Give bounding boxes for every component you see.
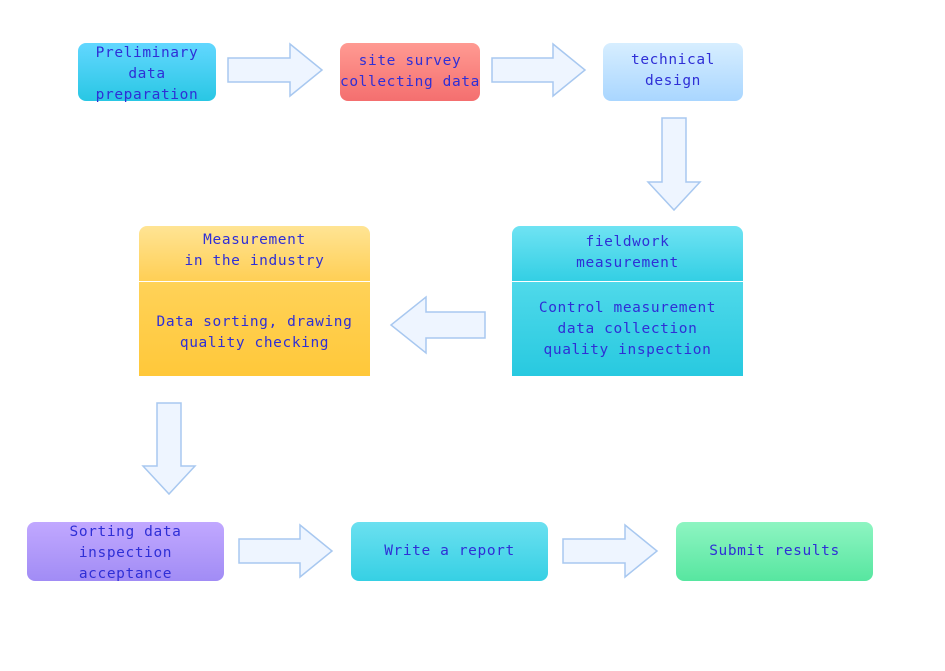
step-write-report: Write a report [351,522,548,581]
arrow-left-icon [389,295,486,355]
step-label-line: data [128,66,166,82]
arrow-right-icon [238,523,334,579]
step-label-line: design [645,73,701,89]
step-detail-line: Control measurement [538,300,717,316]
step-label-line: in the industry [184,253,325,269]
step-label-line: Submit results [709,543,840,559]
arrow-right-icon [491,42,587,98]
step-label-line: Preliminary [95,45,199,61]
arrow-down-icon [141,402,197,496]
step-detail-line: data collection [557,321,698,337]
step-detail-line: Data sorting, drawing [156,314,353,330]
step-label-line: Measurement [203,232,306,248]
step-label-line: Write a report [384,543,515,559]
arrow-right-icon [562,523,659,579]
step-label-line: site survey [358,53,462,69]
step-detail-line: quality checking [179,335,330,351]
step-fieldwork-measurement-title: fieldwork measurement [512,226,743,281]
step-site-survey: site survey collecting data [340,43,480,101]
step-fieldwork-measurement-detail: Control measurement data collection qual… [512,282,743,376]
step-label-line: preparation [95,87,199,103]
step-label-line: Sorting data [69,524,182,540]
step-submit-results: Submit results [676,522,873,581]
step-label-line: fieldwork [585,234,670,250]
step-detail-line: quality inspection [543,342,712,358]
step-label-line: inspection [78,545,173,561]
step-label-line: technical [631,52,715,68]
step-label-line: measurement [576,255,679,271]
step-preliminary-data-preparation: Preliminary data preparation [78,43,216,103]
step-industry-measurement-title: Measurement in the industry [139,226,370,281]
step-label-line: acceptance [78,566,173,582]
arrow-right-icon [227,42,324,98]
step-industry-measurement-detail: Data sorting, drawing quality checking [139,282,370,376]
arrow-down-icon [646,117,702,212]
step-technical-design: technical design [603,43,743,101]
step-label-line: collecting data [340,74,480,90]
step-sorting-data-inspection: Sorting data inspection acceptance [27,522,224,582]
